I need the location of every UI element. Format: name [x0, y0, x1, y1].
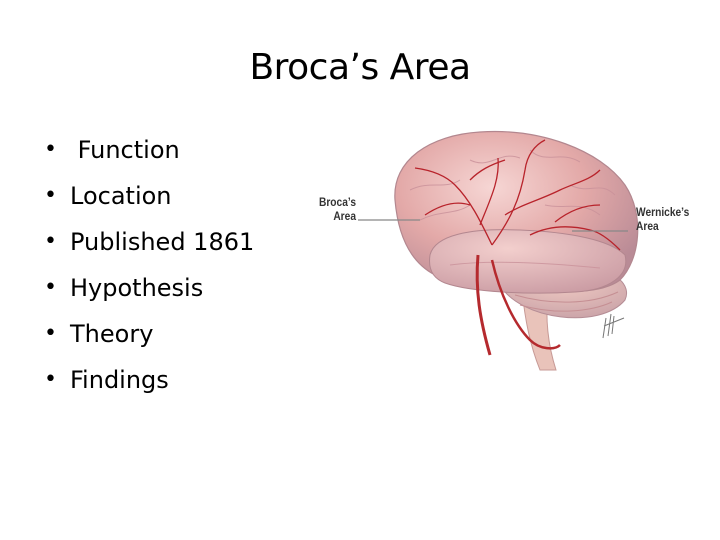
bullet-icon: • [44, 321, 57, 346]
bullet-item: •Published 1861 [44, 223, 254, 269]
brain-illustration: Broca’s Area Wernicke’s Area [300, 125, 720, 385]
bullet-icon: • [44, 275, 57, 300]
bullet-item: •Theory [44, 315, 254, 361]
slide-title: Broca’s Area [249, 47, 471, 88]
signature [602, 313, 625, 339]
bullet-icon: • [44, 137, 57, 162]
bullet-icon: • [44, 183, 57, 208]
broca-label: Broca’s Area [318, 195, 356, 223]
bullet-list: • Function •Location •Published 1861 •Hy… [44, 131, 254, 407]
bullet-icon: • [44, 367, 57, 392]
brain-icon [358, 130, 639, 371]
bullet-item: •Findings [44, 361, 254, 407]
bullet-item: • Function [44, 131, 254, 177]
bullet-item: •Location [44, 177, 254, 223]
bullet-icon: • [44, 229, 57, 254]
wernicke-label: Wernicke’s Area [636, 205, 690, 233]
bullet-item: •Hypothesis [44, 269, 254, 315]
